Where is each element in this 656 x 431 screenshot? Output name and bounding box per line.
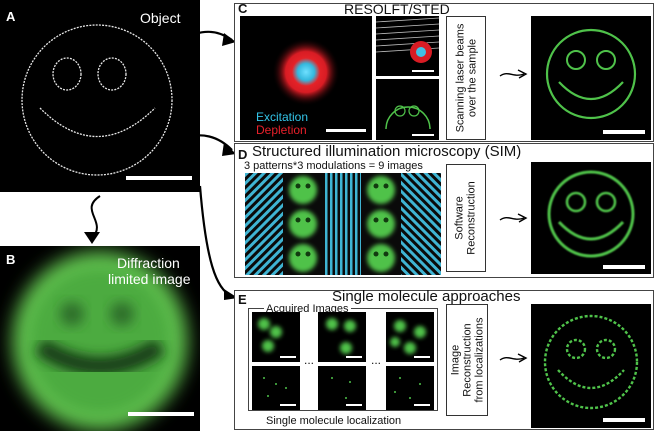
panel-e-side-text: Image Reconstruction from localizations (446, 304, 488, 416)
panel-e-side-line2: Reconstruction (461, 323, 474, 397)
smiley-outline-icon (21, 24, 173, 176)
panel-b-letter: B (6, 252, 16, 267)
panel-e-side-line1: Image (449, 344, 462, 376)
panel-d-side-line1: Software (454, 196, 466, 240)
panel-c-beam-scale-bar (326, 129, 366, 132)
panel-c-side-line2: over the sample (466, 38, 478, 118)
panel-a-image (0, 0, 200, 192)
arrow-e-result (499, 353, 528, 363)
panel-d-result-image (531, 162, 651, 274)
panel-d-heading: Structured illumination microscopy (SIM) (252, 143, 522, 160)
sm-smiley-icon (543, 314, 645, 422)
ellipsis-2: ... (371, 353, 382, 367)
localization-label: Single molecule localization (266, 415, 402, 427)
panel-b-caption-line2: limited image (108, 271, 191, 287)
panel-a-letter: A (6, 9, 16, 24)
sim-patterns-icon (245, 173, 441, 275)
blurred-smiley-icon (12, 251, 188, 431)
partial-smiley-icon (385, 105, 434, 136)
panel-a-scale-bar (126, 176, 192, 180)
panel-d-side-line2: Reconstruction (466, 181, 478, 255)
sted-smiley-icon (545, 28, 645, 134)
ellipsis-1: ... (304, 353, 315, 367)
panel-c-beam-image (240, 16, 372, 140)
panel-d-side-text: Software Reconstruction (446, 164, 486, 272)
arrow-d-result (499, 213, 528, 223)
sted-beam-icon (272, 38, 340, 106)
panel-d-letter: D (238, 147, 248, 162)
arrow-c-result (499, 69, 528, 79)
sm-image-group (250, 312, 436, 412)
panel-c-scan-image (376, 16, 439, 76)
panel-b-scale-bar (128, 412, 194, 416)
panel-c-partial-image (376, 79, 439, 140)
panel-c-result-image (531, 16, 651, 140)
panel-d-subheading: 3 patterns*3 modulations = 9 images (244, 160, 423, 172)
panel-c-side-text: Scanning laser beams over the sample (446, 16, 486, 140)
panel-c-letter: C (238, 1, 248, 16)
legend-excitation: Excitation (256, 110, 309, 124)
panel-e-heading: Single molecule approaches (332, 288, 521, 305)
panel-c-side-line1: Scanning laser beams (454, 23, 466, 133)
panel-c-heading: RESOLFT/STED (344, 1, 450, 17)
arrows-a-to-methods (181, 30, 238, 300)
legend-depletion: Depletion (256, 123, 307, 137)
panel-e-side-line3: from localizations (473, 317, 486, 403)
arrow-a-to-b (84, 195, 101, 244)
panel-a-title: Object (140, 10, 181, 26)
sm-frames-icon (252, 312, 434, 410)
panel-b-image (0, 246, 200, 431)
scan-lines-icon (376, 17, 439, 72)
panel-b-caption-line1: Diffraction (117, 255, 180, 271)
panel-e-result-image (531, 304, 651, 428)
sim-image-grid (245, 173, 441, 275)
panel-e-letter: E (238, 292, 247, 307)
sim-smiley-icon (547, 170, 645, 269)
